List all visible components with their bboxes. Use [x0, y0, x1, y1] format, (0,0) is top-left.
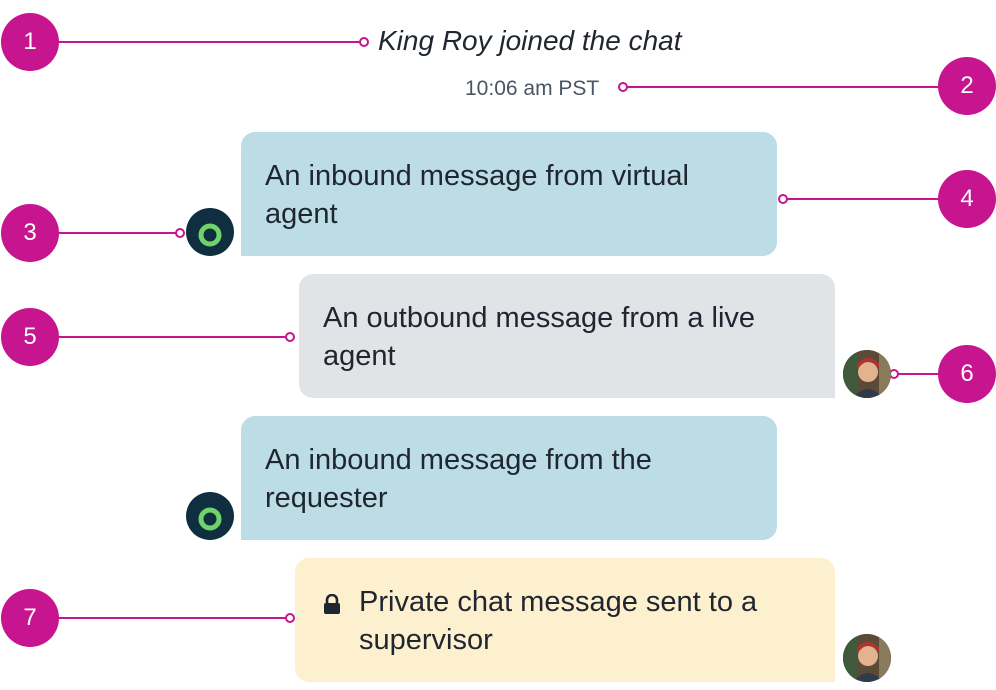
leader-dot-7 [285, 613, 295, 623]
live-agent-avatar [843, 350, 891, 398]
timestamp: 10:06 am PST [465, 77, 600, 100]
message-text: An inbound message from virtual agent [265, 160, 689, 230]
requester-logo-icon [186, 492, 234, 540]
inbound-message-bubble: An inbound message from the requester [241, 416, 777, 540]
live-agent-photo [843, 634, 891, 682]
message-text: Private chat message sent to a superviso… [359, 586, 758, 656]
virtual-agent-logo-icon-graphic [198, 223, 222, 247]
outbound-message-bubble: An outbound message from a live agent [299, 274, 835, 398]
callout-3: 3 [1, 204, 59, 262]
callout-7: 7 [1, 589, 59, 647]
leader-dot-4 [778, 194, 788, 204]
message-text: An outbound message from a live agent [323, 302, 756, 372]
virtual-agent-logo-icon [186, 208, 234, 256]
callout-1: 1 [1, 13, 59, 71]
message-text: An inbound message from the requester [265, 444, 652, 514]
leader-dot-6 [889, 369, 899, 379]
leader-dot-5 [285, 332, 295, 342]
inbound-message-bubble: An inbound message from virtual agent [241, 132, 777, 256]
live-agent-photo [843, 350, 891, 398]
callout-4: 4 [938, 170, 996, 228]
callout-6: 6 [938, 345, 996, 403]
lock-icon [324, 594, 340, 614]
leader-dot-3 [175, 228, 185, 238]
system-join-message: King Roy joined the chat [378, 25, 682, 56]
private-message-bubble: Private chat message sent to a superviso… [295, 558, 835, 682]
live-agent-avatar [843, 634, 891, 682]
virtual-agent-logo-icon-graphic [198, 507, 222, 531]
callout-2: 2 [938, 57, 996, 115]
callout-5: 5 [1, 308, 59, 366]
leader-dot-1 [359, 37, 369, 47]
leader-dot-2 [618, 82, 628, 92]
